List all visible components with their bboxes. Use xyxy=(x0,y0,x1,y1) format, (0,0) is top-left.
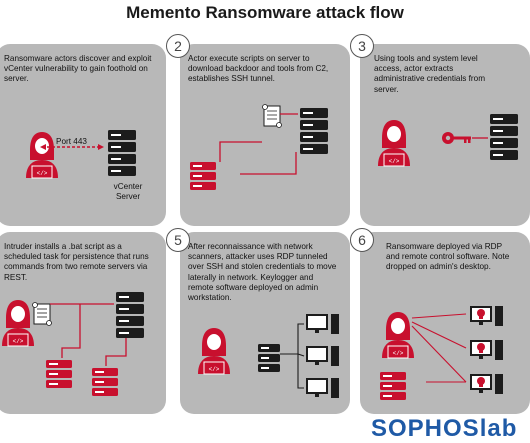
panel-step-3: Using tools and system level access, act… xyxy=(360,44,530,226)
server-rack-red-icon xyxy=(380,372,406,400)
vcenter-label: vCenter Server xyxy=(113,182,143,201)
brand-logo-text: SOPHOSlab xyxy=(371,415,518,442)
panel-step-6: Ransomware deployed via RDP and remote c… xyxy=(360,232,530,414)
server-rack-icon xyxy=(258,344,280,372)
panel-step-1: Ransomware actors discover and exploit v… xyxy=(0,44,166,226)
server-rack-red-icon xyxy=(92,368,118,396)
hacker-icon xyxy=(377,119,411,167)
hacker-icon xyxy=(197,327,231,375)
skull-monitor-icon xyxy=(470,374,503,394)
panel-step-5-illustration xyxy=(197,314,339,398)
port-label: Port 443 xyxy=(56,137,87,146)
panel-step-1-text: Ransomware actors discover and exploit v… xyxy=(4,54,152,84)
monitor-icon xyxy=(306,346,339,366)
panel-step-5: After reconnaissance with network scanne… xyxy=(180,232,350,414)
server-rack-icon xyxy=(490,114,518,160)
server-rack-icon xyxy=(116,292,144,338)
server-rack-red-icon xyxy=(190,162,216,190)
hacker-icon xyxy=(381,311,415,359)
panel-step-4: Intruder installs a .bat script as a sch… xyxy=(0,232,166,414)
server-rack-icon xyxy=(108,130,136,176)
panel-step-3-text: Using tools and system level access, act… xyxy=(374,54,486,94)
panel-step-4-illustration xyxy=(1,292,144,396)
panel-step-5-text: After reconnaissance with network scanne… xyxy=(188,242,337,303)
hacker-icon xyxy=(1,299,35,347)
panel-step-2-text: Actor execute scripts on server to downl… xyxy=(188,54,329,84)
server-rack-red-icon xyxy=(46,360,72,388)
panel-step-1-illustration xyxy=(25,130,136,179)
script-icon xyxy=(32,302,52,326)
panel-step-6-text: Ransomware deployed via RDP and remote c… xyxy=(386,242,510,272)
skull-monitor-icon xyxy=(470,306,503,326)
panel-step-2-illustration xyxy=(190,104,328,190)
server-rack-icon xyxy=(300,108,328,154)
step-number-3: 3 xyxy=(350,34,374,58)
panel-step-6-illustration xyxy=(380,306,503,400)
step-number-5: 5 xyxy=(166,228,190,252)
page-title: Memento Ransomware attack flow xyxy=(126,3,404,22)
script-icon xyxy=(262,104,282,128)
brand-logo: SOPHOSlab xyxy=(365,414,530,442)
key-icon xyxy=(442,132,471,144)
panel-step-4-text: Intruder installs a .bat script as a sch… xyxy=(4,242,149,282)
panel-step-2: Actor execute scripts on server to downl… xyxy=(180,44,350,226)
panel-step-3-illustration xyxy=(377,114,518,167)
monitor-icon xyxy=(306,314,339,334)
skull-monitor-icon xyxy=(470,340,503,360)
monitor-icon xyxy=(306,378,339,398)
hacker-icon xyxy=(25,131,59,179)
step-number-6: 6 xyxy=(350,228,374,252)
step-number-2: 2 xyxy=(166,34,190,58)
